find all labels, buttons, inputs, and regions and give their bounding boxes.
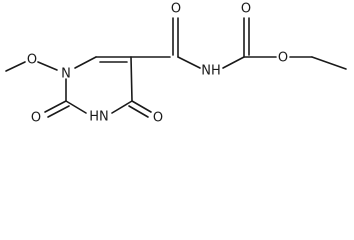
atom-o-ester: O [278, 51, 288, 66]
bond-o-n1 [37, 61, 58, 71]
bond-n1-c6 [74, 56, 97, 69]
bond-n3-c2 [65, 100, 87, 114]
bond-c4-o-double [128, 105, 149, 118]
molecule-structure-diagram: O N O HN O O NH O O [5, 2, 347, 126]
atom-nh-amide: NH [201, 64, 221, 79]
bond-c4-n3 [111, 100, 133, 114]
bond-carbonyl-nh [177, 56, 201, 69]
bond-c2-o-double [47, 105, 70, 118]
atom-nh3: HN [89, 110, 109, 125]
bond-c5-c4 [130, 56, 133, 102]
atom-o-amide: O [171, 2, 181, 17]
atom-labels: O N O HN O O NH O O [27, 2, 288, 126]
atom-o-methoxy: O [27, 53, 37, 68]
bond-lines [5, 17, 347, 118]
bond-nh-c [222, 56, 245, 69]
bond-methyl-o [5, 61, 26, 72]
atom-o-c4: O [153, 111, 163, 126]
atom-o-c2: O [31, 111, 41, 126]
bond-ch2-ch3 [311, 56, 347, 70]
atom-o-carbamate-carbonyl: O [241, 2, 251, 17]
atom-n1: N [61, 67, 71, 82]
bond-c4-o [131, 100, 152, 113]
bond-c2-o [44, 100, 67, 113]
